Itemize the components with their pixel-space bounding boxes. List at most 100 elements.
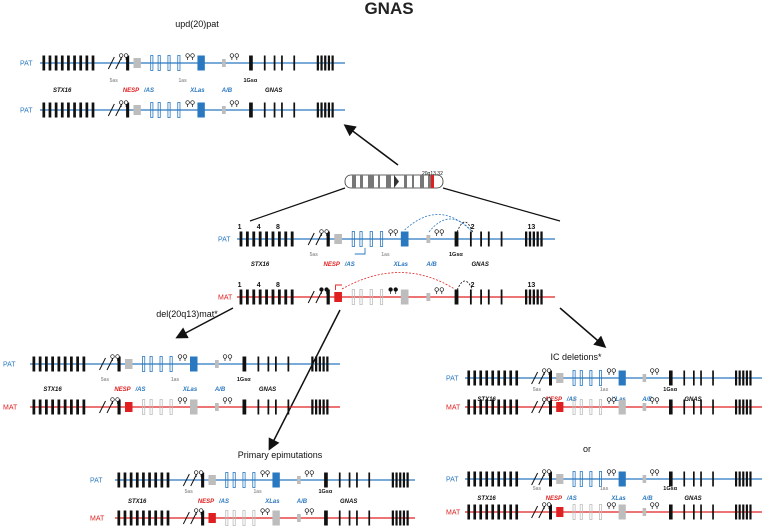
stx16-exon [123,510,127,526]
break-mark [538,472,546,486]
stx16-exon [473,370,477,386]
panel-ic-title: IC deletions* [550,352,602,362]
stx16-exon [51,356,54,372]
methylation-mark [229,100,235,105]
stx16-exon [479,471,483,487]
gene-label-as: /AS [143,88,154,94]
as-exon-outline [369,231,373,247]
methylation-mark [611,502,616,507]
break-mark [182,511,190,525]
gnas-exon-13 [745,471,748,487]
ab-exon [222,59,226,67]
gnas-exon-13 [742,370,745,386]
marker-1gsa: 1Gsα [237,377,251,383]
as-exon-outline [232,510,236,526]
methylation-mark [194,508,199,513]
as-exon-outline [579,399,583,415]
exon-number-8: 8 [276,224,280,231]
gnas-exon [267,399,270,415]
splice-arc-gsa [456,280,473,291]
gnas-exon-13 [749,399,752,415]
allele-side-label: MAT [3,405,18,412]
break-mark [190,511,198,525]
stx16-exon [245,231,249,247]
as-exon-outline [589,504,593,520]
gnas-exon-1 [249,102,253,118]
break-mark [531,371,539,385]
break-mark [106,357,114,371]
stx16-exon [509,471,513,487]
stx16-exon [515,370,519,386]
stx16-exon [245,289,249,305]
gnas-exon-13 [316,55,319,71]
as-exon-outline [150,55,154,71]
stx16-exon [45,399,48,415]
exon-number-4: 4 [257,282,261,289]
stx16-exon [76,356,79,372]
stx16-exon [497,504,501,520]
marker-1gsa: 1Gsα [318,489,332,495]
gnas-exon-13 [395,510,398,526]
gnas-exon [700,370,702,386]
as-exon-outline [579,504,583,520]
gnas-exon-13 [540,289,543,305]
allele-side-label: MAT [218,295,233,302]
gnas-exon [712,399,714,415]
methylation-mark [265,508,270,513]
stx16-exon [60,55,64,71]
as-exon-outline [177,55,181,71]
stx16-exon [509,370,513,386]
gnas-exon [287,356,290,372]
as-exon-outline [579,370,583,386]
methylation-mark [110,354,115,359]
panel-upd-title: upd(20)pat [175,19,219,29]
methylation-mark [265,470,270,475]
gene-label-stx16: STX16 [53,88,72,94]
nesp-exon [556,474,564,484]
methylation-mark [434,229,439,234]
methylation-mark [650,469,655,474]
gene-label-xlas: XLas [610,496,626,502]
gnas-exon-13 [738,471,741,487]
stx16-exon [491,399,495,415]
chromosome-band [404,175,407,188]
as-exon-outline [589,471,593,487]
stx16-exon [271,289,275,305]
as-exon [126,55,130,71]
gnas-exon-13 [536,289,539,305]
xlas-exon [190,399,198,415]
zoom-line-left [249,187,346,222]
ab-exon [642,374,647,382]
stx16-exon [467,504,471,520]
methylation-mark [654,502,660,507]
ab-exon [642,508,647,516]
gnas-exon [693,399,695,415]
gnas-exon-1 [249,55,253,71]
stx16-exon [73,102,76,118]
stx16-exon [473,504,477,520]
as-exon-outline [167,102,171,118]
stx16-exon [252,289,256,305]
nesp-exon [133,58,141,68]
methylation-mark [119,53,124,58]
stx16-exon [70,399,73,415]
methylation-mark [123,53,129,58]
marker-5as: 5as [533,387,542,393]
methylation-mark [388,229,393,234]
methylation-mark [198,470,204,475]
gnas-exon [257,399,260,415]
nesp-exon [334,234,342,244]
break-mark [531,400,539,414]
methylation-mark [227,397,233,402]
allele-side-label: MAT [446,510,461,517]
stx16-exon [117,472,121,488]
as-exon-outline [572,399,576,415]
stx16-exon [54,55,58,71]
ic-deletion-1-mat-allele: MAT [446,397,762,415]
stx16-exon [63,399,67,415]
panel-or-label: or [583,444,591,454]
stx16-exon [79,55,83,71]
methylation-mark [439,229,444,234]
break-mark [307,232,315,246]
break-mark [538,400,546,414]
